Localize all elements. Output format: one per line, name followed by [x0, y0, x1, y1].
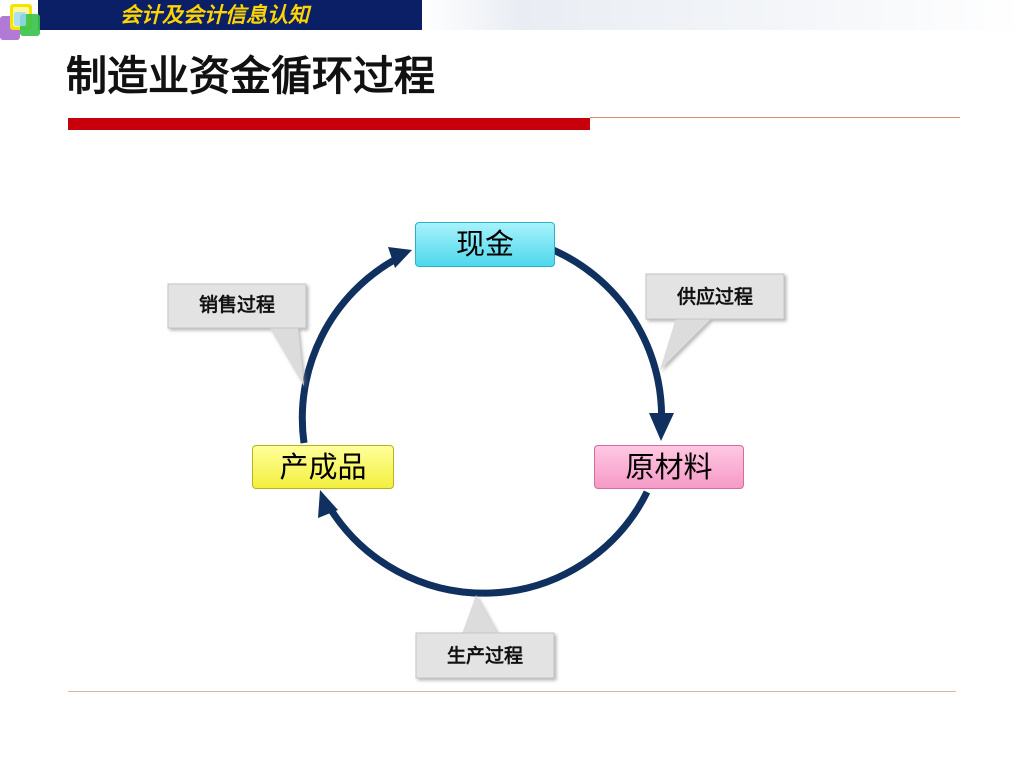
arrowhead-product — [318, 490, 338, 518]
node-finished-goods: 产成品 — [252, 445, 394, 489]
callout-sales-label: 销售过程 — [198, 294, 275, 316]
arrowhead-cash — [388, 247, 412, 268]
node-cash: 现金 — [415, 222, 555, 267]
callout-sales — [167, 283, 307, 386]
logo-icon — [0, 4, 40, 40]
title-rule — [68, 118, 590, 130]
title-rule-thin — [590, 117, 960, 118]
arc-product-to-cash — [298, 255, 398, 444]
callout-production-label: 生产过程 — [446, 645, 523, 667]
arrowhead-raw — [649, 413, 674, 441]
arc-cash-to-raw — [544, 243, 666, 432]
header-band-dark — [38, 0, 422, 30]
arc-raw-to-product — [325, 490, 651, 597]
callout-supply-label: 供应过程 — [676, 286, 753, 308]
header-band-title: 会计及会计信息认知 — [120, 3, 309, 27]
callout-production — [415, 595, 555, 679]
callout-supply — [645, 273, 785, 370]
footer-rule — [68, 691, 956, 692]
node-raw-materials: 原材料 — [594, 445, 744, 489]
page-title: 制造业资金循环过程 — [66, 52, 435, 100]
